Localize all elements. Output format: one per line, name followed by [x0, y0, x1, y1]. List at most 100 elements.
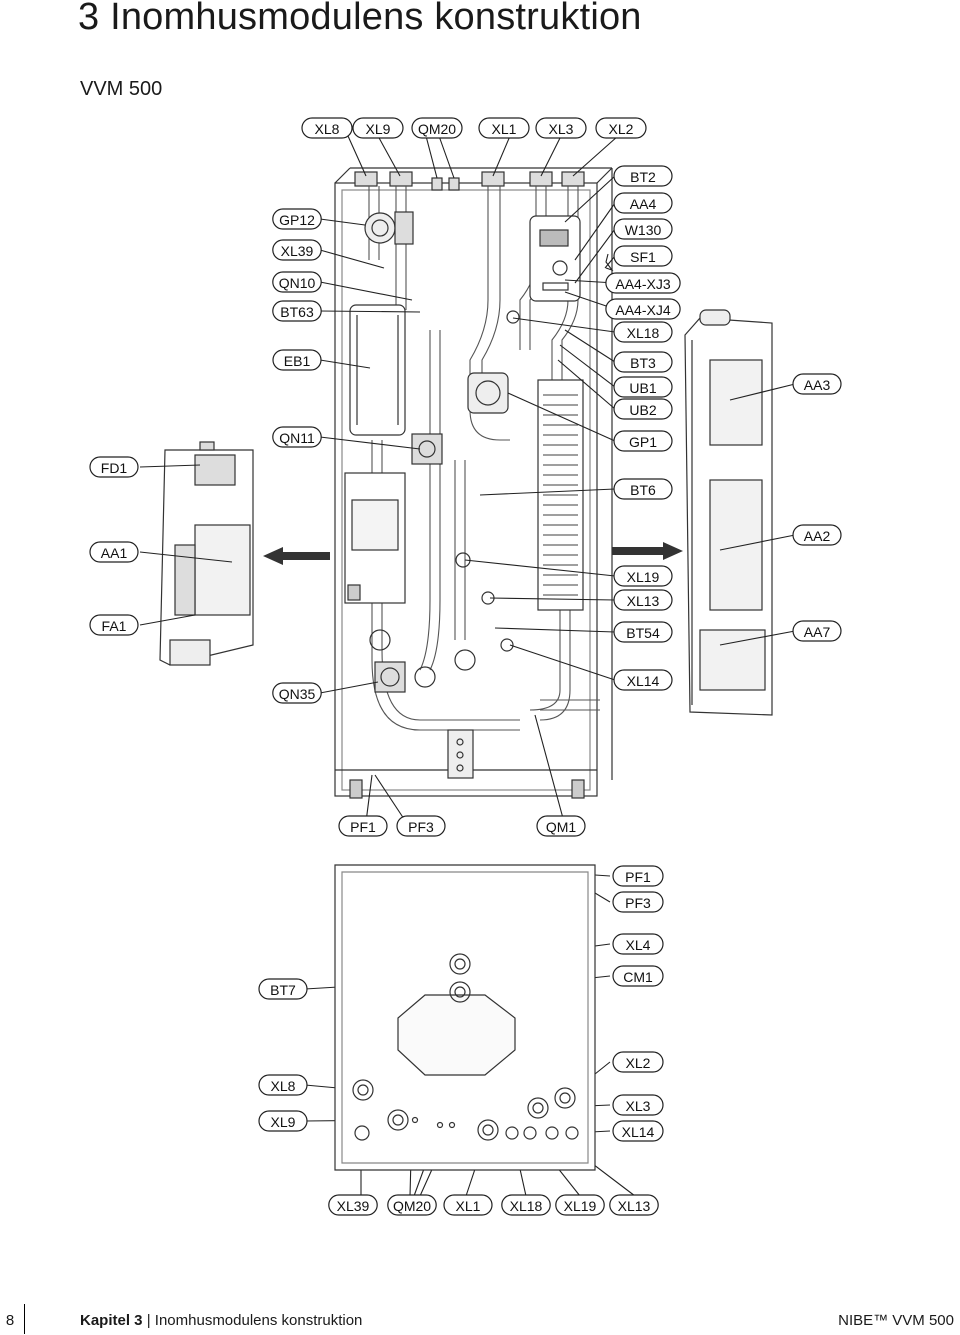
- chapter-reference: Kapitel 3 | Inomhusmodulens konstruktion: [80, 1312, 362, 1329]
- label-text: BT63: [280, 304, 314, 320]
- label-text: XL9: [366, 121, 391, 137]
- left-panel: [159, 441, 254, 666]
- label-text: XL1: [492, 121, 517, 137]
- label-qn35: QN35: [272, 682, 322, 704]
- label-text: QM20: [393, 1198, 431, 1214]
- label-text: XL1: [456, 1198, 481, 1214]
- chapter-title: Inomhusmodulens konstruktion: [154, 1312, 363, 1329]
- immersion-heater: [349, 304, 406, 436]
- label-text: AA4-XJ3: [615, 276, 670, 292]
- label-pf1: PF1: [612, 865, 664, 887]
- label-eb1: EB1: [272, 349, 322, 371]
- pump-qn35: [369, 629, 476, 693]
- label-aa4: AA4: [613, 192, 673, 214]
- label-qm20: QM20: [411, 117, 463, 139]
- label-fd1: FD1: [89, 456, 139, 478]
- arrow-left: [263, 547, 330, 565]
- label-text: FA1: [102, 618, 127, 634]
- right-panel: [684, 309, 773, 716]
- label-bt7: BT7: [258, 978, 308, 1000]
- label-text: XL39: [337, 1198, 370, 1214]
- label-text: FD1: [101, 460, 128, 476]
- label-xl14: XL14: [613, 669, 673, 691]
- label-text: XL2: [626, 1055, 651, 1071]
- label-xl3: XL3: [612, 1094, 664, 1116]
- page-title: 3 Inomhusmodulens konstruktion: [78, 0, 642, 38]
- label-text: UB2: [629, 402, 656, 418]
- label-aa7: AA7: [792, 620, 842, 642]
- label-text: XL13: [627, 593, 660, 609]
- label-aa1: AA1: [89, 541, 139, 563]
- construction-diagram: XL8XL9QM20XL1XL3XL2GP12XL39QN10BT63EB1QN…: [89, 117, 842, 1216]
- label-xl1: XL1: [478, 117, 530, 139]
- label-aa3: AA3: [792, 373, 842, 395]
- label-text: XL8: [271, 1078, 296, 1094]
- label-text: BT2: [630, 169, 656, 185]
- label-pf3: PF3: [396, 815, 446, 837]
- label-xl14: XL14: [612, 1120, 664, 1142]
- label-text: AA3: [804, 377, 831, 393]
- label-text: AA4-XJ4: [615, 302, 670, 318]
- label-text: BT6: [630, 482, 656, 498]
- label-text: QM20: [418, 121, 456, 137]
- label-xl19: XL19: [555, 1194, 605, 1216]
- label-text: W130: [625, 222, 662, 238]
- label-text: AA7: [804, 624, 831, 640]
- label-text: XL14: [627, 673, 660, 689]
- label-cm1: CM1: [612, 965, 664, 987]
- label-xl9: XL9: [352, 117, 404, 139]
- label-text: XL13: [618, 1198, 651, 1214]
- label-xl9: XL9: [258, 1110, 308, 1132]
- label-sf1: SF1: [613, 245, 673, 267]
- label-w130: W130: [613, 218, 673, 240]
- label-pf3: PF3: [612, 891, 664, 913]
- label-qn11: QN11: [272, 426, 322, 448]
- electrical-box-left: [344, 472, 406, 604]
- label-xl18: XL18: [613, 321, 673, 343]
- label-text: XL39: [281, 243, 314, 259]
- label-text: QN11: [279, 430, 315, 446]
- label-text: SF1: [630, 249, 656, 265]
- label-bt2: BT2: [613, 165, 673, 187]
- label-text: XL2: [609, 121, 634, 137]
- label-text: EB1: [284, 353, 311, 369]
- label-fa1: FA1: [89, 614, 139, 636]
- label-text: GP12: [279, 212, 315, 228]
- model-subtitle: VVM 500: [80, 78, 163, 100]
- label-bt54: BT54: [613, 621, 673, 643]
- label-aa4-xj4: AA4-XJ4: [605, 298, 681, 320]
- label-text: XL3: [626, 1098, 651, 1114]
- label-xl13: XL13: [609, 1194, 659, 1216]
- label-gp1: GP1: [613, 430, 673, 452]
- label-text: GP1: [629, 434, 657, 450]
- product-name: NIBE™ VVM 500: [838, 1312, 954, 1329]
- label-text: UB1: [629, 380, 656, 396]
- label-text: QN35: [279, 686, 316, 702]
- chapter-label: Kapitel 3: [80, 1312, 143, 1329]
- top-connections: [354, 171, 585, 191]
- label-xl39: XL39: [328, 1194, 378, 1216]
- label-text: PF1: [625, 869, 651, 885]
- label-xl8: XL8: [258, 1074, 308, 1096]
- display-unit: [529, 215, 581, 302]
- label-text: BT3: [630, 355, 656, 371]
- label-pf1: PF1: [338, 815, 388, 837]
- label-text: XL14: [622, 1124, 655, 1140]
- pump-gp12: [364, 211, 414, 245]
- label-text: QN10: [279, 275, 316, 291]
- label-text: XL19: [627, 569, 660, 585]
- label-text: AA2: [804, 528, 831, 544]
- bottom-view: [334, 864, 596, 1171]
- label-qm1: QM1: [536, 815, 586, 837]
- label-text: PF3: [408, 819, 434, 835]
- label-bt6: BT6: [613, 478, 673, 500]
- label-xl1: XL1: [443, 1194, 493, 1216]
- label-bt63: BT63: [272, 300, 322, 322]
- label-xl18: XL18: [501, 1194, 551, 1216]
- feet: [349, 779, 585, 799]
- label-text: XL4: [626, 937, 651, 953]
- label-text: CM1: [623, 969, 653, 985]
- label-xl4: XL4: [612, 933, 664, 955]
- label-text: QM1: [546, 819, 577, 835]
